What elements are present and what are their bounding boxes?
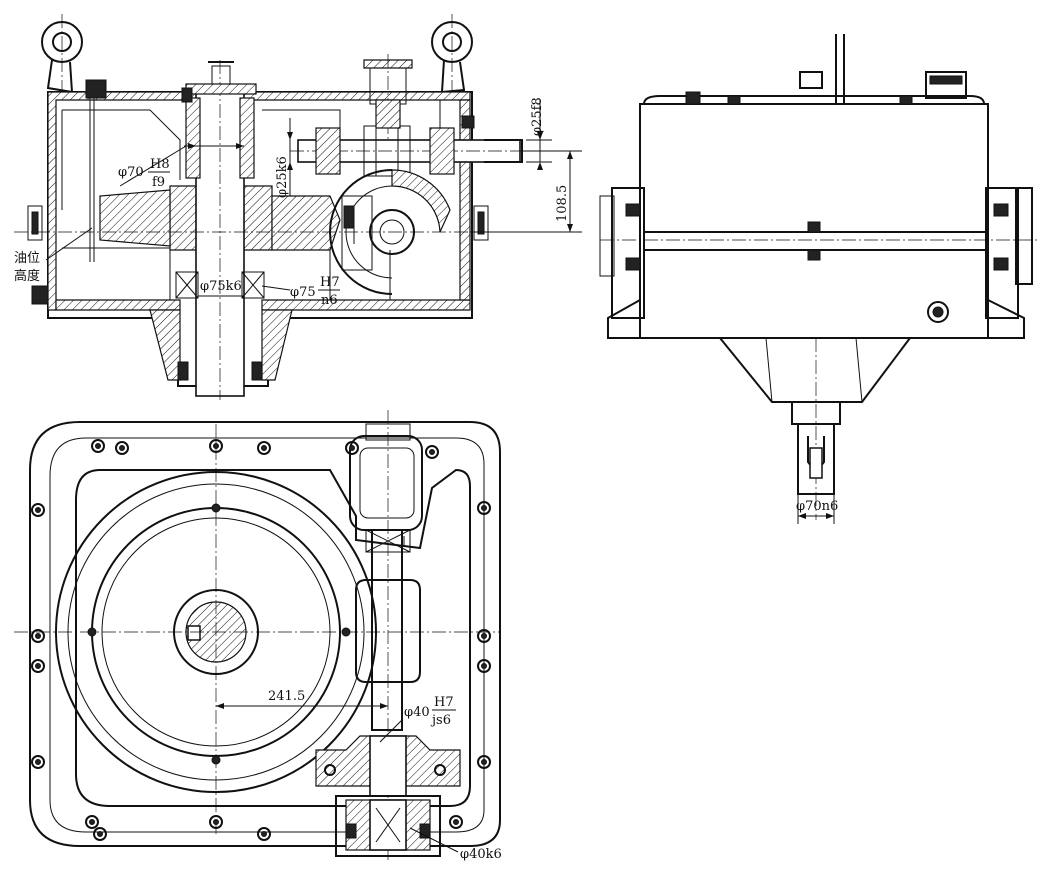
phi70n6-label: φ70n6 — [796, 499, 838, 514]
housing-flange-bolts — [27, 79, 489, 381]
phi70-label: φ70 — [118, 165, 144, 180]
dim-108-5-label: 108.5 — [555, 185, 570, 222]
lifting-eye-right — [431, 14, 473, 94]
phi75-fit-den: n6 — [321, 293, 338, 308]
phi40-fit-num: H7 — [434, 695, 454, 710]
side-view-bolts — [625, 91, 1009, 271]
phi40-fit-den: js6 — [430, 713, 451, 728]
front-section-view: φ70 H8 f9 φ25f8 φ25k6 108.5 油位 高度 φ75k6 … — [14, 14, 582, 400]
oil-level-label-1: 油位 — [14, 251, 40, 266]
main-shaft-bearings — [175, 97, 265, 299]
phi75k6-label: φ75k6 — [200, 279, 242, 294]
plan-view-bolt-holes — [31, 439, 491, 841]
lifting-eye-left — [41, 14, 83, 94]
dim-241-5-label: 241.5 — [268, 689, 305, 704]
phi25k6-label: φ25k6 — [275, 156, 290, 198]
phi75-fit-num: H7 — [320, 275, 340, 290]
plan-view: 241.5 φ40 H7 js6 φ40k6 — [14, 410, 502, 862]
phi75-label: φ75 — [290, 285, 316, 300]
phi70-fit-den: f9 — [152, 175, 165, 190]
phi40-label: φ40 — [404, 705, 430, 720]
phi25f8-label: φ25f8 — [530, 97, 545, 136]
phi70-fit-num: H8 — [150, 157, 170, 172]
side-view: φ70n6 — [599, 34, 1040, 524]
oil-level-label-2: 高度 — [14, 268, 40, 284]
phi40k6-label: φ40k6 — [460, 847, 502, 862]
